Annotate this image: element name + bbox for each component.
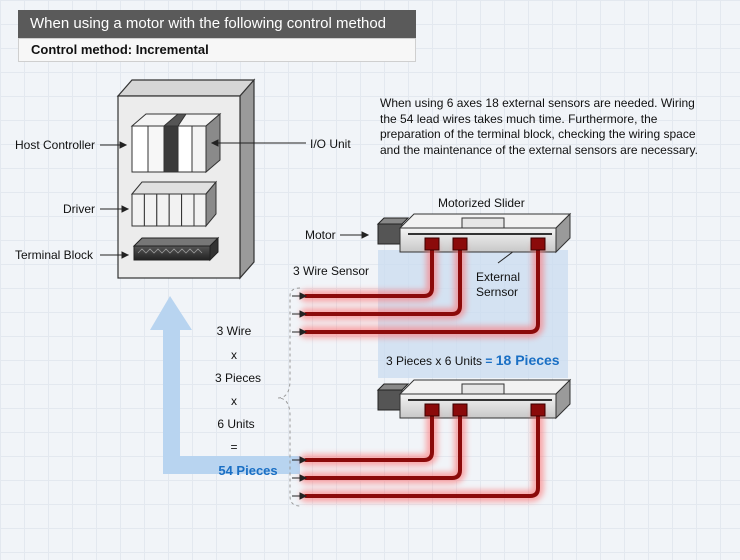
host-controller-modules [130, 112, 222, 174]
wire [304, 410, 462, 480]
header-subtitle: Control method: Incremental [18, 38, 416, 62]
host-controller-label: Host Controller [15, 138, 96, 152]
external-sensor-icon [530, 237, 546, 251]
external-sensors [424, 237, 546, 417]
driver-modules [130, 180, 218, 228]
wire [304, 410, 540, 498]
driver-label: Driver [63, 202, 95, 216]
header-title: When using a motor with the following co… [18, 10, 416, 38]
sensor-total: 3 Pieces x 6 Units = 18 Pieces [386, 352, 560, 368]
sensor-total-result: 18 Pieces [495, 352, 560, 368]
sensor-total-text: 3 Pieces x 6 Units [386, 354, 483, 368]
calc-times-2: x [231, 394, 237, 408]
motor-label: Motor [305, 228, 336, 242]
upward-arrow-icon [150, 296, 300, 474]
calc-equals: = [230, 440, 238, 454]
wire [304, 244, 462, 316]
calc-units: 6 Units [217, 417, 255, 431]
three-wire-sensor-label: 3 Wire Sensor [293, 264, 370, 278]
motorized-slider-label: Motorized Slider [438, 196, 525, 210]
external-sensor-icon [424, 403, 440, 417]
grouping-brace [277, 287, 301, 507]
description-text: When using 6 axes 18 external sensors ar… [380, 96, 698, 157]
wire [304, 244, 540, 334]
terminal-block-label: Terminal Block [15, 248, 94, 262]
terminal-block-device [132, 236, 220, 262]
external-sensor-label-line1: External [476, 270, 521, 284]
external-sensor-icon [530, 403, 546, 417]
external-sensor-icon [452, 403, 468, 417]
external-sensor-icon [452, 237, 468, 251]
wire [304, 244, 434, 298]
label-pointer-arrows [100, 139, 528, 264]
external-sensor-label-line2: Sernsor [476, 285, 519, 299]
external-sensor-icon [424, 237, 440, 251]
calc-result: 54 Pieces [218, 463, 278, 478]
io-unit-label: I/O Unit [310, 137, 351, 151]
calc-wire: 3 Wire [216, 324, 252, 338]
sensor-wires [304, 244, 540, 498]
calc-pieces: 3 Pieces [214, 371, 262, 385]
wire [304, 410, 434, 462]
wire-end-arrows [292, 292, 308, 500]
calc-times-1: x [231, 348, 237, 362]
sensor-total-equals: = [485, 354, 493, 368]
